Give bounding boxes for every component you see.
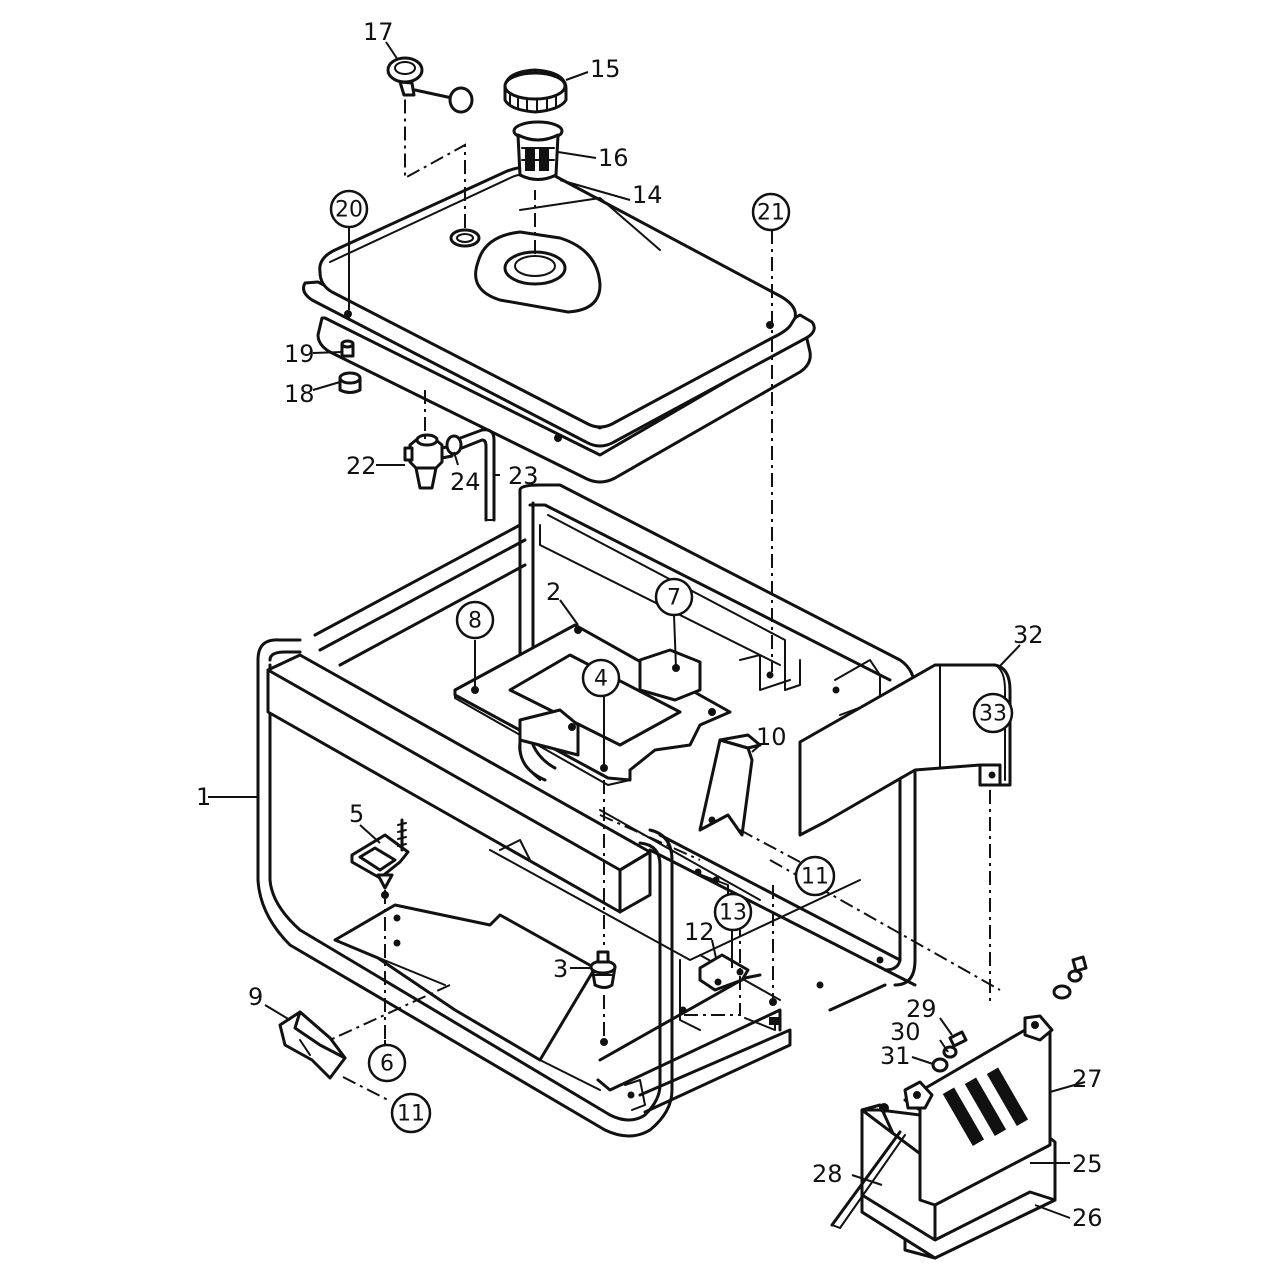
callout-11a-circle: 11 [794,855,836,897]
callout-27: 27 [1072,1065,1103,1093]
callout-6: 6 [380,1052,394,1077]
bracket-12 [698,953,750,992]
callout-21: 21 [757,201,785,226]
callout-30: 30 [890,1018,921,1046]
fuel-cock [403,433,454,490]
callout-25: 25 [1072,1150,1103,1178]
callout-14: 14 [632,181,663,209]
callout-15: 15 [590,55,621,83]
engine-mount-5 [350,818,410,890]
callout-13-circle: 13 [713,892,753,932]
battery-box [860,1014,1057,1260]
fuel-cap [503,68,568,114]
circled-callouts: 4 6 7 8 11 11 13 20 [329,189,1014,1134]
callout-17: 17 [363,18,394,46]
callout-labels: 1 2 3 5 9 10 12 14 15 16 17 18 19 22 23 … [196,18,1103,1232]
fuel-tank [302,165,816,484]
callout-4-circle: 4 [581,658,621,698]
callout-8: 8 [468,609,482,634]
callout-28: 28 [812,1160,843,1188]
callout-32: 32 [1013,621,1044,649]
callout-12: 12 [684,918,715,946]
callout-7: 7 [667,586,681,611]
callout-7-circle: 7 [654,577,694,617]
callout-19: 19 [284,340,315,368]
callout-29: 29 [906,995,937,1023]
callout-3: 3 [553,955,568,983]
rubber-foot-10 [698,733,762,837]
callout-9: 9 [248,983,263,1011]
engine-bed-plate [453,623,732,786]
callout-4: 4 [594,667,608,692]
callout-33: 33 [979,702,1007,727]
callout-16: 16 [598,144,629,172]
callout-6-circle: 6 [367,1043,407,1083]
callout-21-circle: 21 [751,192,791,232]
callout-20: 20 [335,198,363,223]
callout-18: 18 [284,380,315,408]
callout-13: 13 [719,901,747,926]
callout-26: 26 [1072,1204,1103,1232]
battery-rod [830,1130,902,1227]
rubber-foot-9 [278,1010,347,1080]
grommet-parts [338,339,362,394]
fuel-gauge [386,56,474,114]
callout-10: 10 [756,723,787,751]
callout-31: 31 [880,1042,911,1070]
rubber-mount-3 [589,950,617,989]
callout-5: 5 [349,800,364,828]
fuel-hose [445,428,496,522]
callout-24: 24 [450,468,481,496]
callout-33-circle: 33 [972,692,1014,734]
callout-11b-circle: 11 [390,1092,432,1134]
assembly-centerlines [329,98,1001,1101]
callout-22: 22 [346,452,377,480]
callout-11-upper: 11 [801,865,829,890]
panel-bracket [798,663,1012,837]
leader-lines [208,41,1086,1219]
callout-23: 23 [508,462,539,490]
callout-8-circle: 8 [455,600,495,640]
callout-11-lower: 11 [397,1102,425,1127]
callout-1: 1 [196,783,211,811]
callout-20-circle: 20 [329,189,369,229]
fuel-strainer [512,120,564,181]
main-frame [256,483,917,1138]
callout-2: 2 [546,578,561,606]
